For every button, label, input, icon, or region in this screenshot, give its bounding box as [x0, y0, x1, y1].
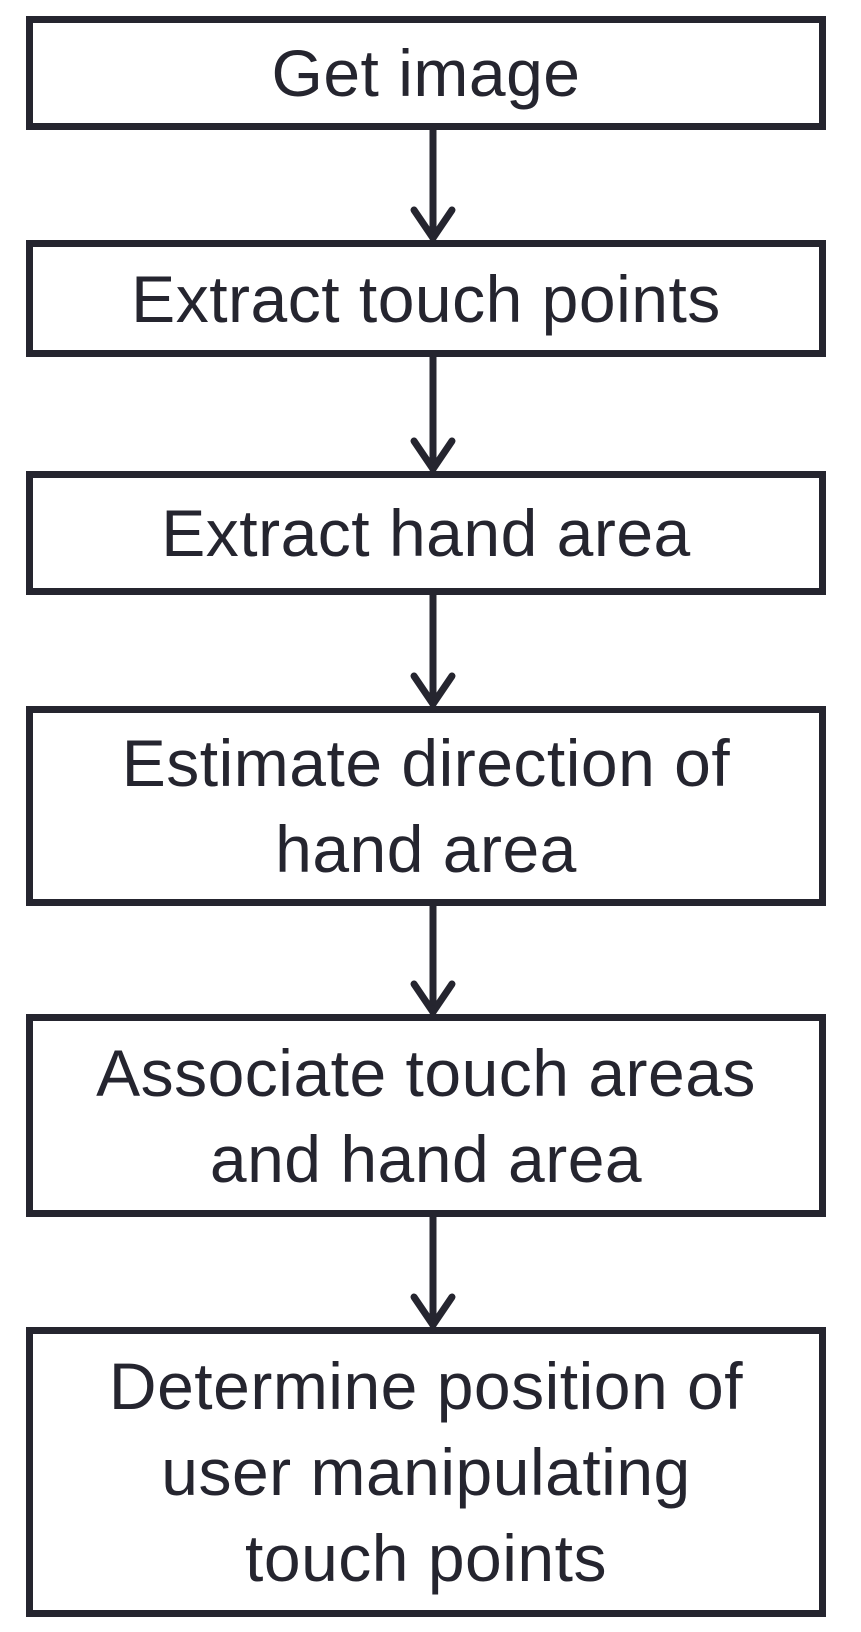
arrow-step4-to-step5 [410, 902, 456, 1016]
step-determine-position-box: Determine position of user manipulating … [26, 1327, 826, 1617]
step-extract-touch-points-box: Extract touch points [26, 240, 826, 357]
arrow-step2-to-step3 [410, 353, 456, 473]
arrow-step3-to-step4 [410, 591, 456, 708]
step-get-image-label: Get image [271, 36, 581, 110]
step-associate-areas-label: Associate touch areas and hand area [96, 1035, 756, 1196]
arrow-step1-to-step2 [410, 126, 456, 242]
step-determine-position-label: Determine position of user manipulating … [108, 1349, 744, 1595]
step-associate-areas-box: Associate touch areas and hand area [26, 1014, 826, 1217]
step-estimate-direction-box: Estimate direction of hand area [26, 706, 826, 906]
step-get-image-box: Get image [26, 16, 826, 130]
step-extract-touch-points-label: Extract touch points [131, 261, 721, 336]
step-estimate-direction-label: Estimate direction of hand area [121, 726, 731, 886]
arrow-step5-to-step6 [410, 1213, 456, 1329]
step-extract-hand-area-label: Extract hand area [161, 496, 691, 570]
step-extract-hand-area-box: Extract hand area [26, 471, 826, 595]
